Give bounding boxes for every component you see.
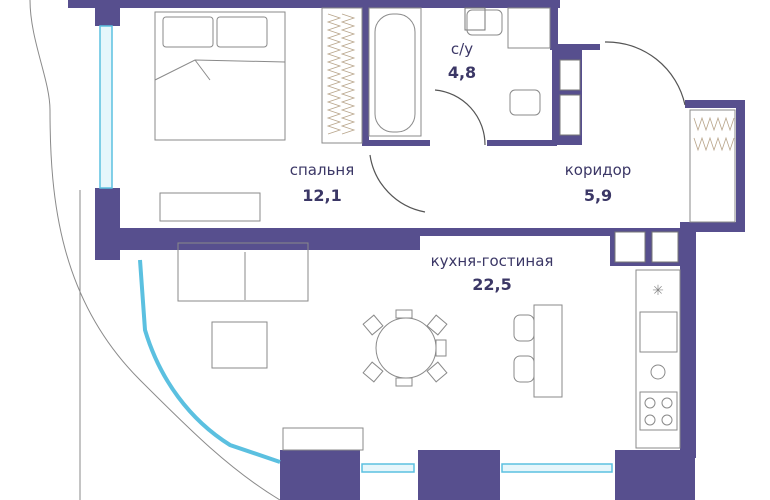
bedroom-door [369,154,426,213]
bathroom-door [434,89,486,146]
bar-counter [513,304,563,398]
closet-box [651,231,679,263]
room-name: спальня [290,161,355,179]
room-area: 22,5 [472,275,511,294]
closet-box [464,7,486,31]
kitchen-sink-icon [639,311,678,353]
tv-stand [282,427,364,451]
closet-box [559,94,581,136]
room-area: 5,9 [584,186,612,205]
room-name: с/у [451,40,473,58]
bed [154,11,286,141]
room-name: коридор [565,161,632,179]
window [361,463,415,473]
coffee-table [211,321,268,369]
sofa [177,242,309,302]
room-area: 12,1 [302,186,341,205]
dishwasher-icon [650,364,666,380]
stove-icon [639,391,678,431]
bathtub [368,7,422,137]
dining-table [362,309,448,387]
wardrobe-corridor [689,109,736,223]
closet-box [614,231,646,263]
balcony-outline [29,0,281,500]
sink-icon [466,9,503,36]
entrance-door [604,41,686,106]
curved-window [138,259,281,464]
tv-stand [159,192,261,222]
window [501,463,613,473]
closet-box [559,59,581,91]
room-area: 4,8 [448,63,476,82]
wardrobe-bedroom [321,7,363,144]
fan-icon: ✳ [652,283,664,299]
washing-machine [507,7,551,49]
room-name: кухня-гостиная [431,252,554,270]
window [99,25,113,189]
toilet-icon [509,89,541,116]
kitchen-counter: ✳ [635,269,681,449]
